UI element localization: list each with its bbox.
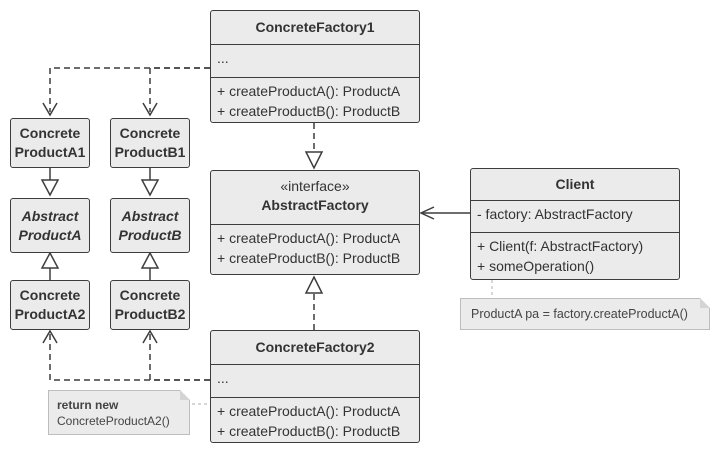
client-note: ProductA pa = factory.createProductA() [460, 298, 710, 330]
method: + createProductA(): ProductA [217, 403, 401, 419]
method: + createProductA(): ProductA [217, 83, 401, 99]
class-header: «interface» AbstractFactory [211, 171, 419, 224]
fields-section: ... [211, 44, 419, 77]
stereotype: «interface» [280, 178, 350, 194]
label-line-1: Concrete [119, 287, 181, 303]
class-name: AbstractFactory [261, 197, 369, 213]
dependency-cf2-b2 [149, 334, 210, 381]
factory2-note: return new ConcreteProductA2() [48, 390, 190, 435]
class-name: ConcreteFactory2 [255, 339, 375, 355]
fields-section: - factory: AbstractFactory [471, 200, 679, 232]
method: + Client(f: AbstractFactory) [477, 238, 644, 254]
label-line-2: ProductA2 [14, 306, 86, 322]
fields-placeholder: ... [217, 370, 229, 386]
dependency-cf1-b1 [149, 67, 210, 112]
abstract-product-b: Abstract ProductB [110, 198, 190, 253]
label-line-2: ProductB [118, 226, 182, 243]
methods-section: + createProductA(): ProductA + createPro… [211, 397, 419, 442]
concrete-factory-2: ConcreteFactory2 ... + createProductA():… [210, 330, 420, 443]
note-title: return new [57, 398, 119, 412]
fields-section: ... [211, 364, 419, 397]
note-fold-icon [700, 298, 710, 308]
method: + createProductB(): ProductB [217, 250, 401, 266]
note-fold-icon [180, 390, 190, 400]
class-name: Client [555, 176, 595, 192]
methods-section: + createProductA(): ProductA + createPro… [211, 77, 419, 122]
methods-section: + createProductA(): ProductA + createPro… [211, 224, 419, 271]
label-line-1: Concrete [119, 125, 181, 141]
concrete-product-a1: Concrete ProductA1 [10, 118, 90, 168]
note-text: ProductA pa = factory.createProductA() [471, 307, 688, 321]
label-line-1: Abstract [21, 207, 79, 224]
fields-placeholder: ... [217, 50, 229, 66]
abstract-product-a: Abstract ProductA [10, 198, 90, 253]
concrete-product-b2: Concrete ProductB2 [110, 280, 190, 330]
concrete-product-b1: Concrete ProductB1 [110, 118, 190, 168]
label-line-2: ProductB2 [114, 306, 186, 322]
client-class: Client - factory: AbstractFactory + Clie… [470, 168, 680, 280]
method: + createProductA(): ProductA [217, 230, 401, 246]
field: - factory: AbstractFactory [477, 206, 633, 222]
note-text: ConcreteProductA2() [57, 414, 170, 428]
dependency-cf1-a1 [49, 67, 210, 112]
dependency-cf2-a2 [49, 334, 210, 381]
label-line-1: Concrete [19, 287, 81, 303]
label-line-2: ProductA [18, 226, 82, 243]
methods-section: + Client(f: AbstractFactory) + someOpera… [471, 232, 679, 279]
label-line-1: Abstract [121, 207, 179, 224]
method: + someOperation() [477, 258, 595, 274]
label-line-2: ProductA1 [14, 144, 86, 160]
class-name: ConcreteFactory1 [255, 19, 375, 35]
method: + createProductB(): ProductB [217, 423, 401, 439]
label-line-2: ProductB1 [114, 144, 186, 160]
method: + createProductB(): ProductB [217, 103, 401, 119]
label-line-1: Concrete [19, 125, 81, 141]
concrete-product-a2: Concrete ProductA2 [10, 280, 90, 330]
abstract-factory-interface: «interface» AbstractFactory + createProd… [210, 170, 420, 275]
concrete-factory-1: ConcreteFactory1 ... + createProductA():… [210, 10, 420, 123]
